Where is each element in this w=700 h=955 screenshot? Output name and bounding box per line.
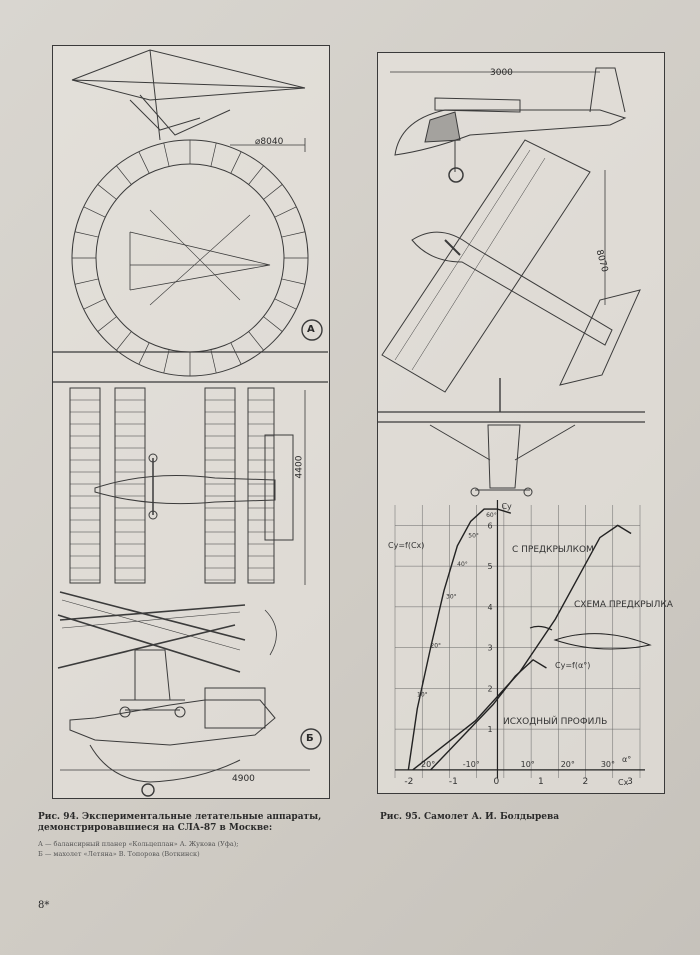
- figure-94-item-b: Б — махолет «Летяна» В. Топорова (Воткин…: [38, 850, 200, 858]
- series-line-1: [407, 508, 512, 770]
- alpha-tick-label: 20°: [561, 760, 575, 769]
- polar-angle-mark: 40°: [457, 561, 468, 568]
- polar-angle-mark: 20°: [430, 643, 441, 650]
- y-axis-label: Cy: [501, 502, 512, 511]
- plane-front-view: [377, 378, 645, 497]
- formula-left: Cy=f(Cx): [388, 541, 424, 550]
- x-tick-label: 2: [583, 777, 589, 787]
- figure-94-caption: Рис. 94. Экспериментальные летательные а…: [38, 812, 322, 833]
- page-number: 8*: [38, 900, 50, 911]
- plane-length-dimension: 3000: [490, 68, 513, 78]
- polar-angle-mark: 10°: [417, 692, 428, 699]
- plane-top-view: [381, 139, 641, 393]
- label-b-circle: [300, 728, 322, 750]
- series-line-2: [412, 524, 632, 771]
- label-a-circle: [301, 319, 323, 341]
- span-dimension: 4400: [294, 455, 305, 479]
- length-dimension: 4900: [232, 774, 255, 784]
- polar-angle-mark: 60°: [486, 512, 497, 519]
- with-slat-label: С ПРЕДКРЫЛКОМ: [512, 545, 594, 555]
- series-line-3: [430, 658, 547, 771]
- plane-side-view: [390, 67, 627, 183]
- y-tick-label: 1: [487, 725, 492, 734]
- ornithopter-top-view: [69, 387, 294, 584]
- slat-scheme-label: СХЕМА ПРЕДКРЫЛКА: [574, 600, 674, 610]
- alpha-tick-label: 30°: [601, 760, 615, 769]
- diameter-dimension: ⌀8040: [255, 137, 284, 147]
- x-axis-label: Cx: [618, 778, 629, 787]
- alpha-tick-label: 10°: [521, 760, 535, 769]
- x-tick-label: -1: [449, 777, 458, 787]
- figure-94-frame: [52, 45, 330, 799]
- airfoil-profile: [553, 633, 652, 650]
- y-tick-label: 6: [487, 521, 492, 530]
- ring-glider-side-view: [71, 49, 306, 141]
- polar-angle-mark: 50°: [468, 533, 479, 540]
- formula-right: Cy=f(α°): [555, 661, 590, 670]
- x-tick-label: -2: [404, 777, 413, 787]
- label-b: Б: [306, 733, 314, 744]
- slat-element: [529, 625, 553, 631]
- original-profile-label: ИСХОДНЫЙ ПРОФИЛЬ: [503, 715, 607, 727]
- alpha-tick-label: -10°: [463, 760, 480, 769]
- alpha-axis-label: α°: [622, 755, 631, 764]
- figure-95-caption: Рис. 95. Самолет А. И. Болдырева: [380, 812, 560, 822]
- polar-angle-mark: 30°: [446, 594, 457, 601]
- y-tick-label: 5: [487, 562, 492, 571]
- y-tick-label: 4: [487, 603, 492, 612]
- y-tick-label: 2: [487, 684, 492, 693]
- label-a: А: [307, 324, 315, 335]
- y-tick-label: 3: [487, 644, 492, 653]
- x-tick-label: 0: [493, 777, 499, 787]
- x-tick-label: 1: [538, 777, 544, 787]
- alpha-tick-label: -20°: [418, 760, 435, 769]
- x-tick-label: 3: [627, 777, 633, 787]
- figure-94-item-a: А — балансирный планер «Кольцеплан» А. Ж…: [38, 840, 239, 848]
